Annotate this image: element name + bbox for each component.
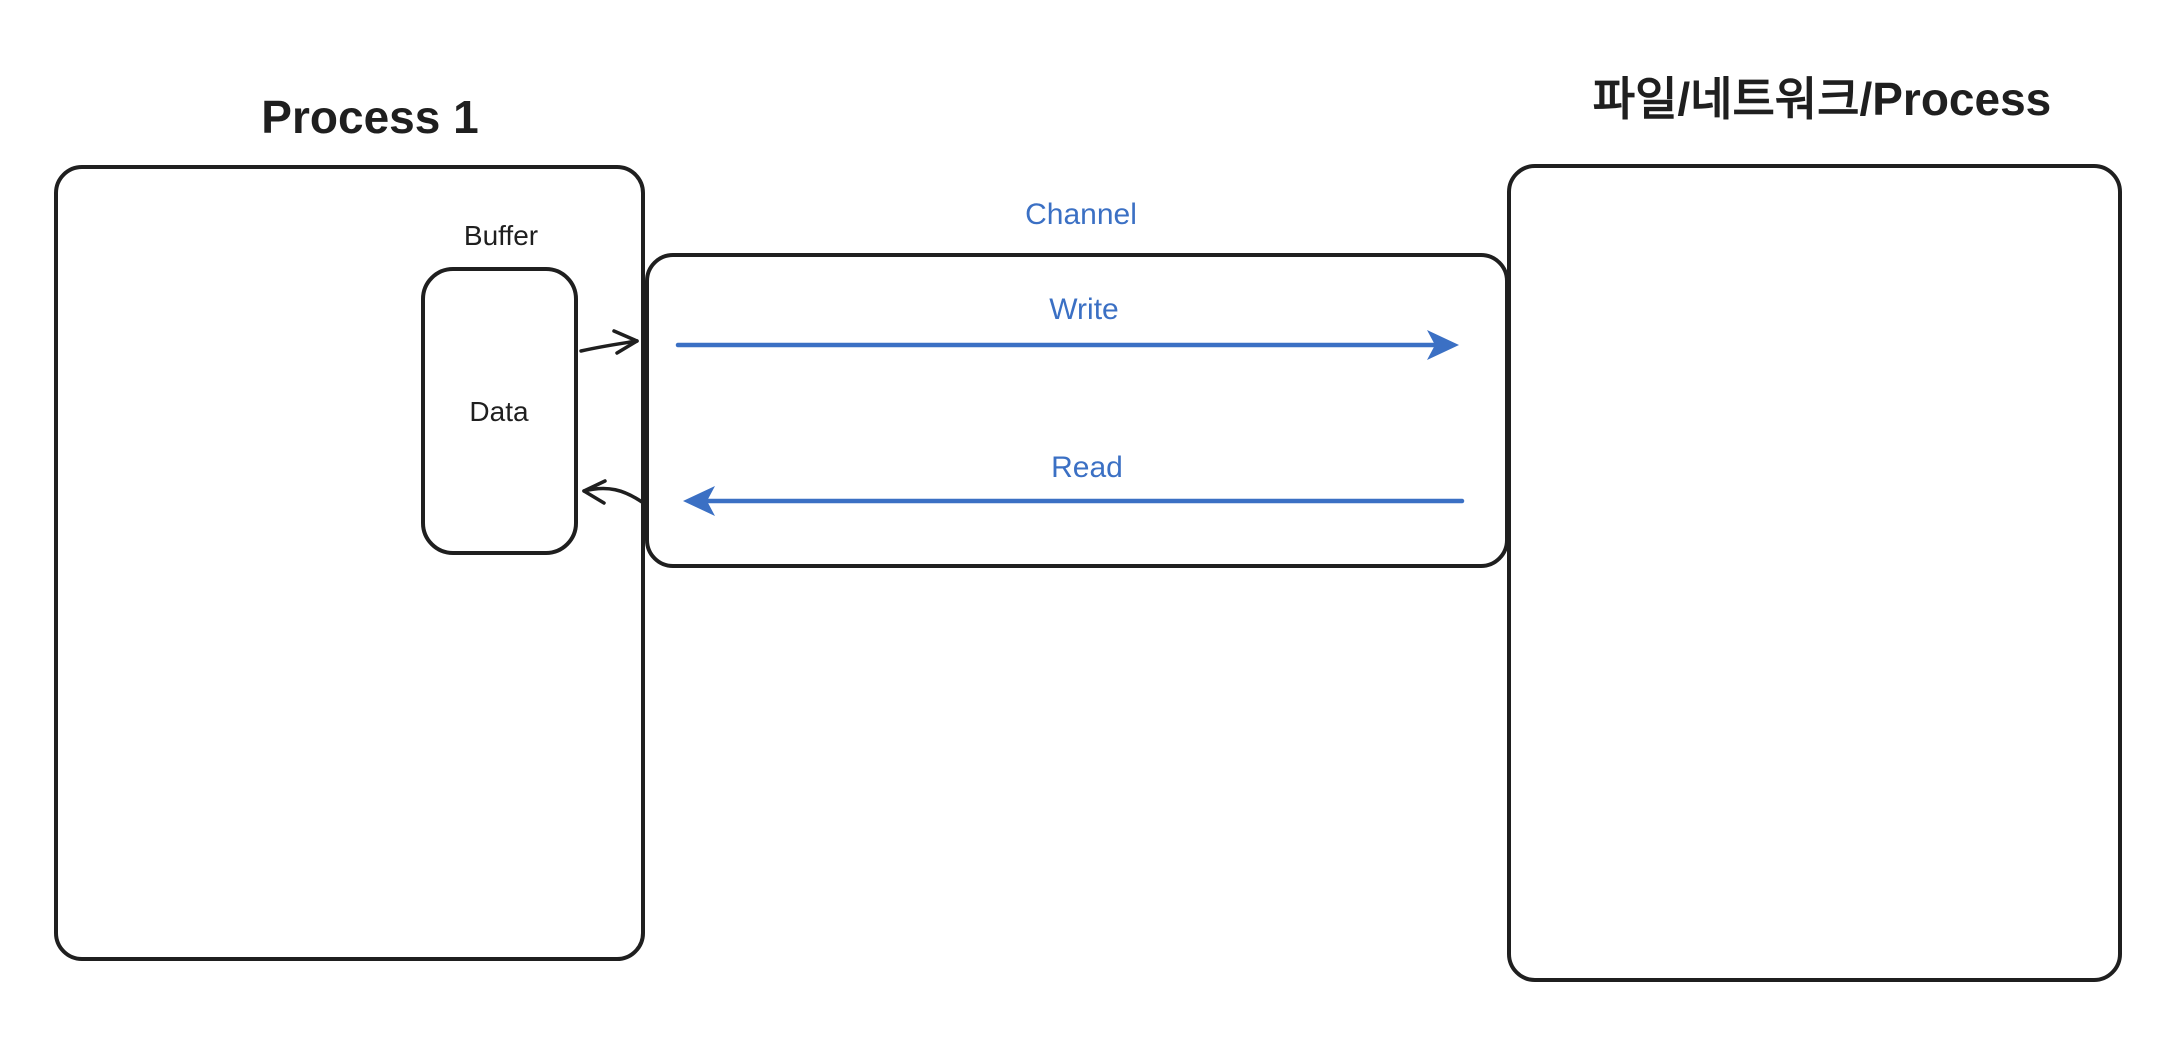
data-label: Data <box>469 396 529 427</box>
buffer-label: Buffer <box>463 220 539 251</box>
channel-label: Channel <box>1025 198 1137 231</box>
target-box <box>1507 164 2122 982</box>
data-box <box>421 267 578 555</box>
write-label: Write <box>1049 293 1119 326</box>
channel-box <box>645 253 1509 568</box>
process1-title: Process 1 <box>261 91 479 143</box>
target-box-title: 파일/네트워크/Process <box>1592 73 2052 125</box>
read-label: Read <box>1051 451 1123 484</box>
